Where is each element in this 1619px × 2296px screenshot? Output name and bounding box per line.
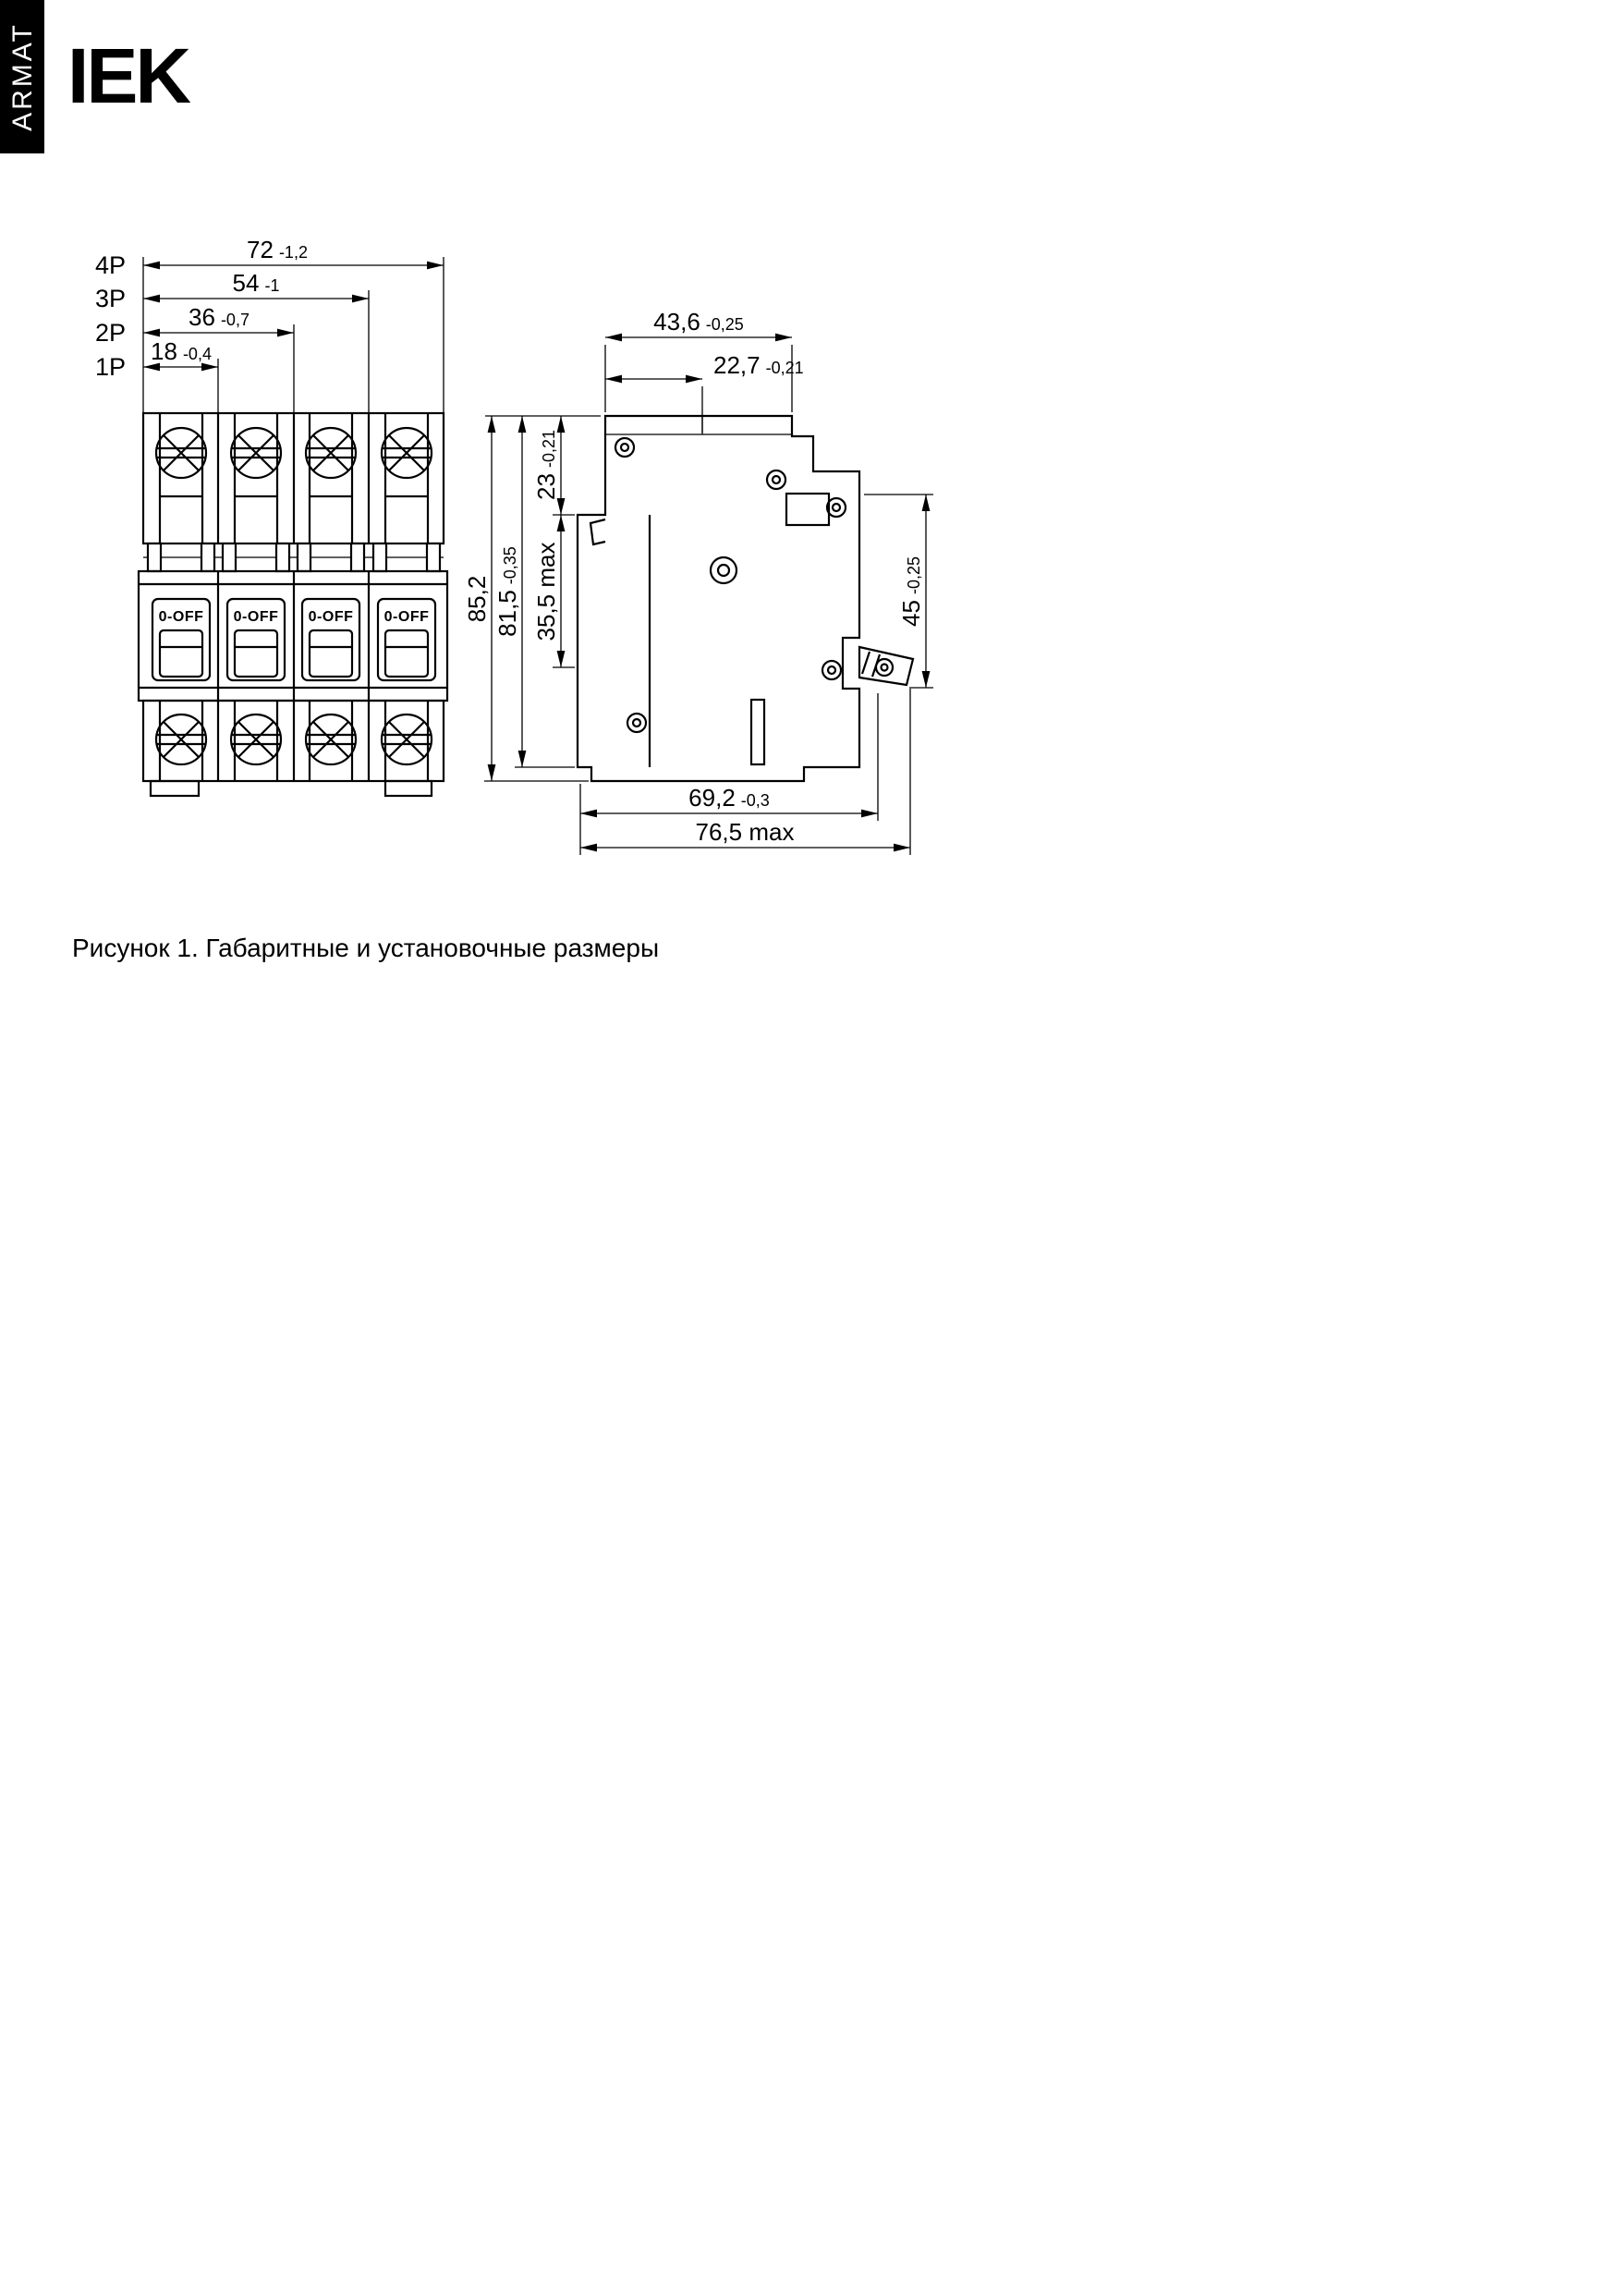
figure-caption: Рисунок 1. Габаритные и установочные раз… bbox=[72, 934, 659, 962]
rivet bbox=[765, 469, 787, 491]
side-slot bbox=[749, 698, 766, 766]
toggle-switch bbox=[225, 597, 286, 682]
dim-width-3p: 54-1 bbox=[233, 269, 280, 297]
side-profile-outline bbox=[576, 414, 861, 783]
dim-top-step: 23-0,21 bbox=[532, 430, 560, 500]
product-line-label: ARMAT bbox=[7, 22, 38, 131]
brand-sidebar: ARMAT bbox=[0, 0, 44, 153]
pole-label-2p: 2P bbox=[95, 319, 126, 347]
dim-depth: 69,2-0,3 bbox=[688, 784, 770, 812]
toggle-lever-tip bbox=[589, 518, 606, 546]
dim-width-4p: 72-1,2 bbox=[247, 236, 308, 263]
terminal-module bbox=[231, 701, 281, 781]
brand-sidebar-box bbox=[0, 0, 44, 153]
terminal-module bbox=[382, 701, 432, 781]
iek-logo: IEK bbox=[67, 32, 190, 119]
rivet bbox=[709, 556, 738, 585]
pole-label-3p: 3P bbox=[95, 285, 126, 312]
terminal-module bbox=[382, 413, 432, 543]
side-window bbox=[785, 492, 831, 527]
terminal-module bbox=[306, 413, 356, 543]
dim-body-height: 81,5-0,35 bbox=[493, 546, 521, 637]
rivet bbox=[821, 659, 843, 681]
pole-label-1p: 1P bbox=[95, 353, 126, 381]
front-view bbox=[137, 411, 449, 798]
terminal-module bbox=[156, 701, 206, 781]
din-latch bbox=[858, 645, 915, 687]
rivet bbox=[626, 712, 648, 734]
dim-width-1p: 18-0,4 bbox=[151, 337, 212, 365]
pole-label-4p: 4P bbox=[95, 251, 126, 279]
toggle-switch bbox=[151, 597, 212, 682]
terminal-module bbox=[231, 413, 281, 543]
dim-total-depth: 76,5 max bbox=[696, 818, 795, 846]
rivet bbox=[614, 436, 636, 458]
dim-front-width: 22,7-0,21 bbox=[713, 351, 804, 379]
dim-total-height: 85,2 bbox=[463, 576, 491, 623]
din-foot-right bbox=[383, 779, 433, 798]
toggle-switch bbox=[376, 597, 437, 682]
side-view bbox=[576, 414, 915, 783]
terminal-module bbox=[306, 701, 356, 781]
terminal-module bbox=[156, 413, 206, 543]
dim-handle-zone: 35,5 max bbox=[532, 543, 560, 641]
dim-width-2p: 36-0,7 bbox=[189, 303, 250, 331]
din-foot-left bbox=[149, 779, 201, 798]
front-dimensions: 4P 3P 2P 1P 72-1,2 54-1 36-0,7 18-0,4 bbox=[95, 236, 444, 413]
toggle-switch bbox=[300, 597, 361, 682]
side-dimensions: 43,6-0,25 22,7-0,21 23-0,21 35,5 max 81,… bbox=[463, 308, 933, 855]
dim-mount-height: 45-0,25 bbox=[897, 556, 925, 627]
dim-top-width: 43,6-0,25 bbox=[653, 308, 744, 336]
